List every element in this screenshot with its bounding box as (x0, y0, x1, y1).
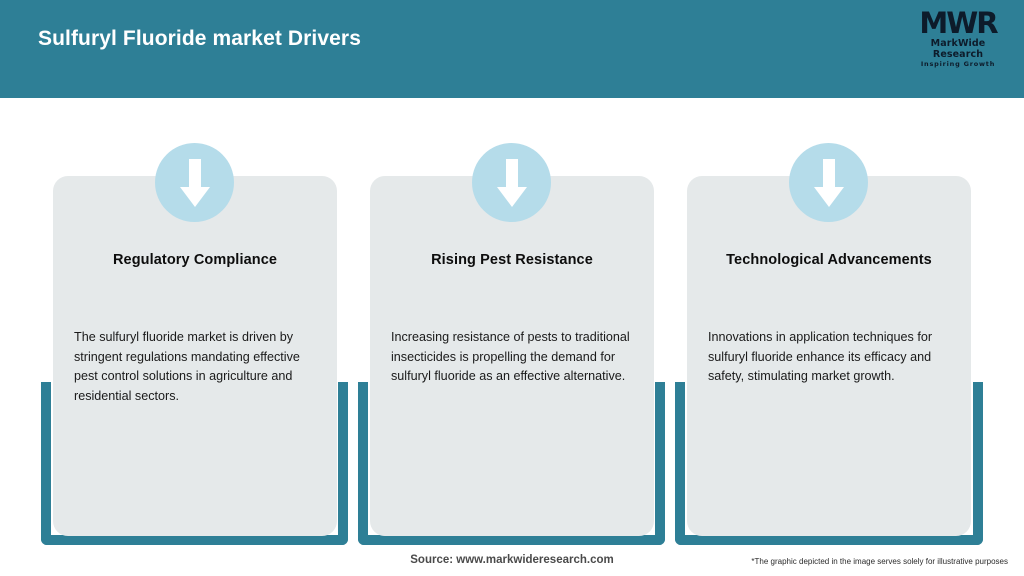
arrow-down-icon (155, 143, 234, 222)
markwide-research-logo: MWR MarkWide Research Inspiring Growth (904, 6, 1012, 68)
arrow-down-glyph (179, 158, 210, 207)
accent-bracket (41, 382, 348, 545)
disclaimer-note: *The graphic depicted in the image serve… (751, 557, 1008, 566)
card-title: Rising Pest Resistance (431, 252, 593, 268)
page-title: Sulfuryl Fluoride market Drivers (38, 27, 361, 50)
card-title: Technological Advancements (726, 252, 932, 268)
card-title: Regulatory Compliance (112, 252, 278, 268)
card-description: Increasing resistance of pests to tradit… (391, 330, 630, 383)
arrow-down-glyph (496, 158, 527, 207)
card-panel[interactable]: Technological Advancements Innovations i… (687, 176, 971, 536)
accent-bracket (358, 382, 665, 545)
card-panel[interactable]: Regulatory Compliance The sulfuryl fluor… (53, 176, 337, 536)
arrow-down-icon (472, 143, 551, 222)
arrow-down-icon (789, 143, 868, 222)
card-panel[interactable]: Rising Pest Resistance Increasing resist… (370, 176, 654, 536)
source-label: Source: www.markwideresearch.com (410, 554, 614, 566)
logo-company-name: MarkWide Research (930, 38, 986, 60)
card-description: Innovations in application techniques fo… (708, 330, 933, 383)
arrow-down-glyph (813, 158, 844, 207)
header-bar (0, 0, 1024, 98)
accent-bracket (675, 382, 983, 545)
card-description: The sulfuryl fluoride market is driven b… (74, 330, 300, 403)
logo-tagline: Inspiring Growth (920, 60, 996, 68)
logo-monogram: MWR (919, 6, 998, 40)
